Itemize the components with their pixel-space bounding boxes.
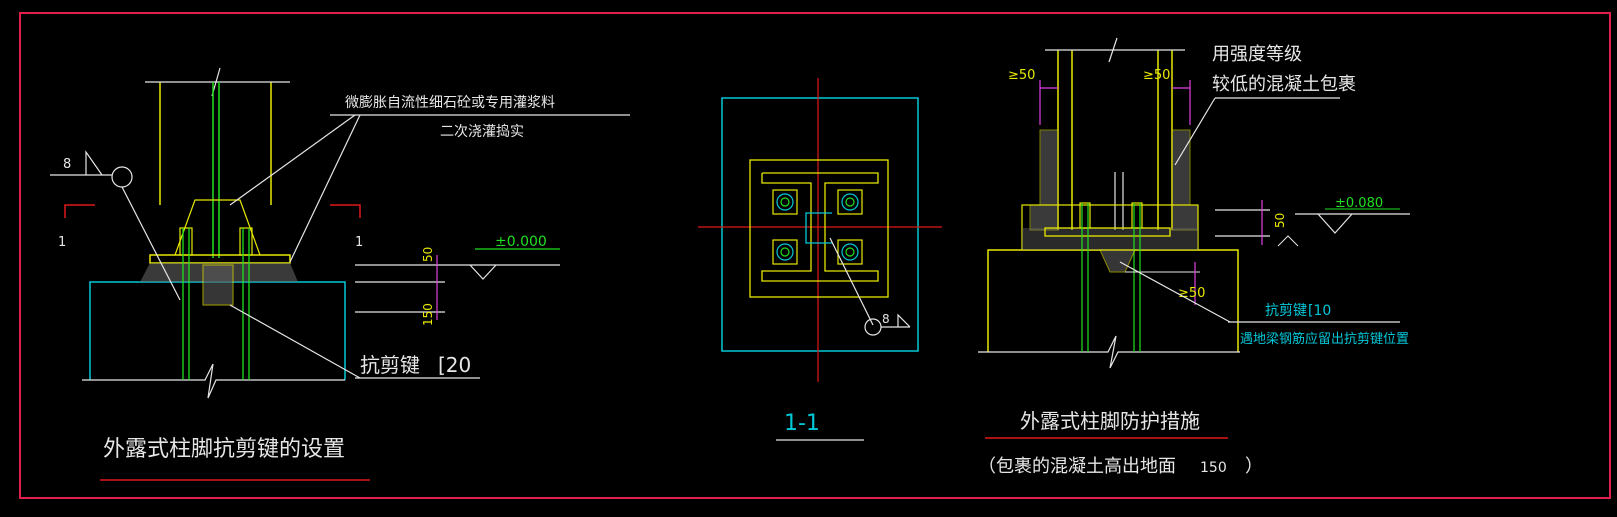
section-weld-circle-icon	[864, 318, 882, 336]
grout-note-line1: 微膨胀自流性细石砼或专用灌浆料	[345, 94, 555, 111]
left-shear-key-label: 抗剪键	[360, 353, 420, 377]
left-elevation-marker	[469, 264, 497, 280]
left-shear-key-size: [20	[438, 353, 471, 377]
right-break-line	[978, 335, 1240, 369]
section-mark-left: 1	[58, 235, 66, 250]
right-detail-subtitle-end: ）	[1245, 456, 1263, 477]
right-shear-key-size: [10	[1308, 303, 1331, 319]
left-dim-top: 50	[421, 247, 435, 262]
left-detail-title: 外露式柱脚抗剪键的设置	[103, 437, 345, 462]
right-dim-right: ≥50	[1143, 68, 1170, 83]
left-break-line	[82, 363, 345, 399]
right-base-plate	[1044, 227, 1171, 237]
right-detail-subtitle-value: 150	[1200, 460, 1227, 476]
section-h-column	[761, 172, 879, 282]
encasement-left	[1029, 129, 1059, 231]
section-base-plate	[749, 159, 889, 298]
section-pedestal-outline	[721, 97, 919, 352]
left-detail: 1 1 8 微膨胀自流性细石砼或专用灌浆料 二次浇灌捣实 ±0.000 50 1…	[50, 67, 630, 481]
right-shear-key-label: 抗剪键	[1265, 303, 1307, 319]
left-shear-key	[202, 264, 234, 306]
section-title: 1-1	[784, 411, 820, 436]
section-view: 8 1-1	[698, 78, 942, 441]
right-note-line1: 用强度等级	[1212, 44, 1302, 65]
right-elevation-label: ±0.080	[1335, 196, 1383, 211]
right-shear-key	[1099, 249, 1136, 273]
right-shear-key-note: 遇地梁钢筋应留出抗剪键位置	[1240, 331, 1409, 347]
right-dim-elev: 50	[1273, 213, 1287, 228]
right-detail: ≥50 ≥50 用强度等级 较低的混凝土包裹 50 ±0.080 ≥50 抗剪键…	[978, 37, 1410, 477]
right-note-line2: 较低的混凝土包裹	[1212, 74, 1356, 95]
encasement-right	[1171, 129, 1199, 231]
left-weld-size: 8	[63, 157, 71, 172]
section-mark-right: 1	[355, 235, 363, 250]
left-dim-bottom: 150	[421, 303, 435, 326]
right-detail-subtitle: （包裹的混凝土高出地面	[978, 456, 1176, 477]
drawing-border	[19, 12, 1611, 499]
right-dim-lower: ≥50	[1178, 286, 1205, 301]
right-dim-left: ≥50	[1008, 68, 1035, 83]
section-weld-size: 8	[882, 312, 890, 326]
left-elevation-label: ±0.000	[495, 234, 547, 250]
left-column-break	[211, 67, 221, 97]
weld-all-around-icon	[111, 166, 133, 188]
grout-note-line2: 二次浇灌捣实	[440, 123, 524, 140]
right-elevation-marker	[1317, 213, 1353, 234]
section-shear-key	[805, 212, 832, 244]
left-base-plate	[149, 254, 291, 264]
right-detail-title: 外露式柱脚防护措施	[1020, 409, 1200, 433]
